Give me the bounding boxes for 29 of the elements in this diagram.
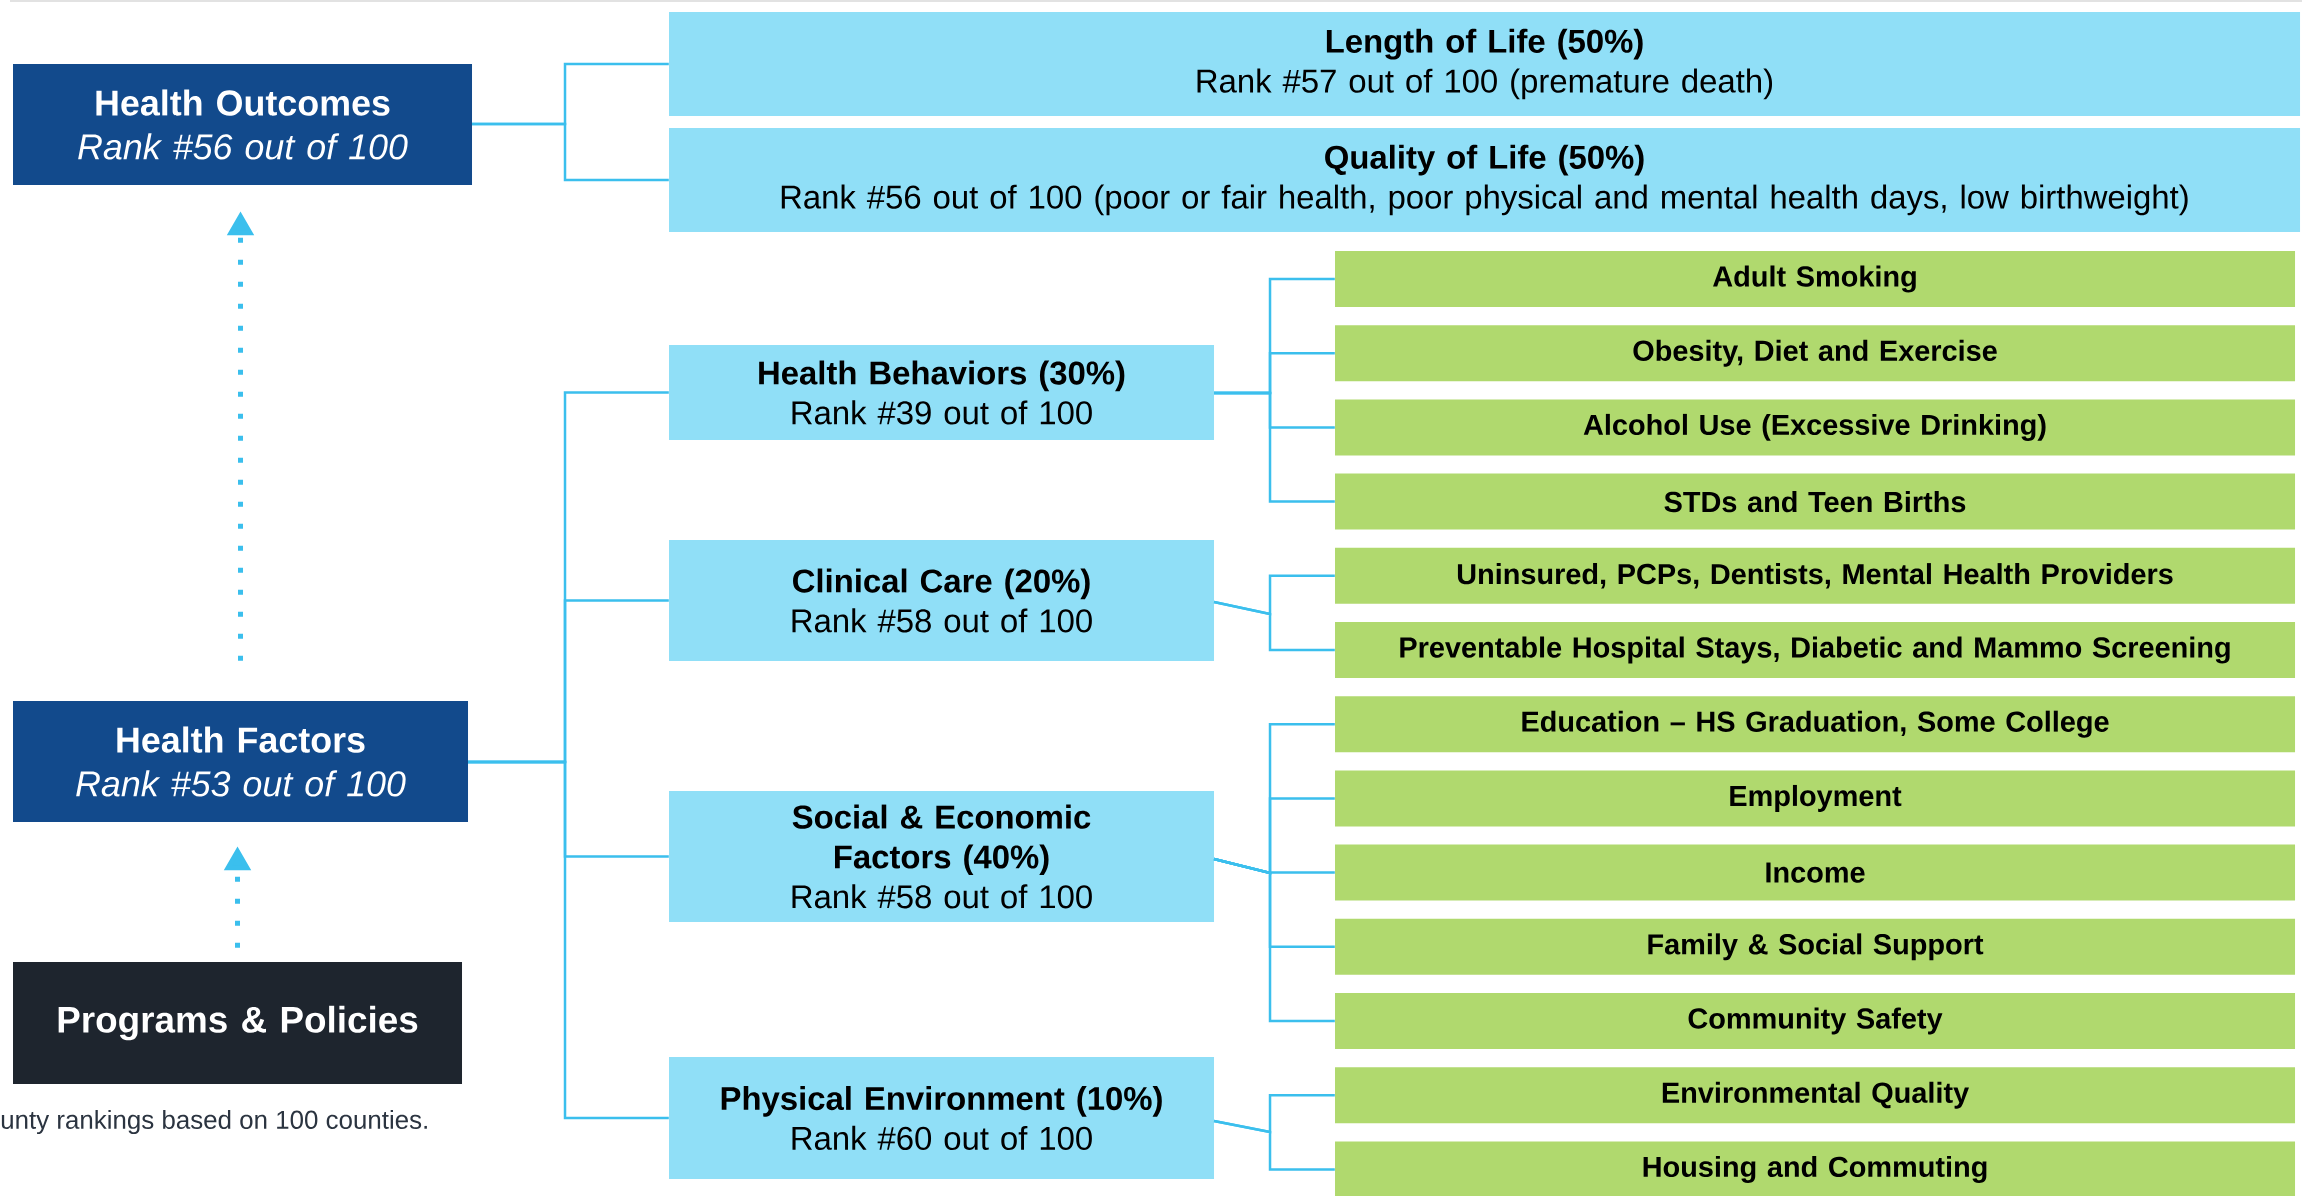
measure-box: Obesity, Diet and Exercise [1335,325,2296,382]
connector-line [1213,857,1335,1023]
footnote: unty rankings based on 100 counties. [1,1109,427,1135]
category-box: Physical Environment (10%) Rank #60 out of 100 [669,1057,1214,1179]
measure-box: Alcohol Use (Excessive Drinking) [1335,399,2296,456]
category-box: Quality of Life (50%) Rank #56 out of 100 (poor or fair health, poor physical and mental health days, low birthweight) [669,128,2301,232]
category-box: Length of Life (50%) Rank #57 out of 100 (premature death) [669,12,2301,116]
measure-box: Family & Social Support [1335,918,2296,975]
measure-box: Income [1335,844,2296,901]
outcome-box: Health Outcomes Rank #56 out of 100 [13,64,472,185]
connector-line [1214,391,1335,503]
connector-line [1213,600,1335,652]
measure-box: Uninsured, PCPs, Dentists, Mental Health Providers [1335,547,2296,604]
measure-box: Education – HS Graduation, Some College [1335,696,2296,753]
measure-box: STDs and Teen Births [1335,473,2296,530]
measure-box: Environmental Quality [1335,1067,2296,1124]
measure-box: Community Safety [1335,993,2296,1049]
connector-line [472,122,669,182]
category-box: Social & Economic Factors (40%) Rank #58 out of 100 [669,791,1214,922]
outcome-box: Health Factors Rank #53 out of 100 [13,701,468,822]
category-box: Health Behaviors (30%) Rank #39 out of 100 [669,345,1214,440]
programs-box: Programs & Policies [13,962,462,1084]
measure-box: Adult Smoking [1335,251,2296,307]
measure-box: Employment [1335,770,2296,827]
connector-line [468,760,669,1120]
connector-line [1213,1119,1335,1171]
category-box: Clinical Care (20%) Rank #58 out of 100 [669,540,1214,661]
measure-box: Housing and Commuting [1335,1141,2296,1196]
measure-box: Preventable Hospital Stays, Diabetic and Mammo Screening [1335,622,2296,678]
